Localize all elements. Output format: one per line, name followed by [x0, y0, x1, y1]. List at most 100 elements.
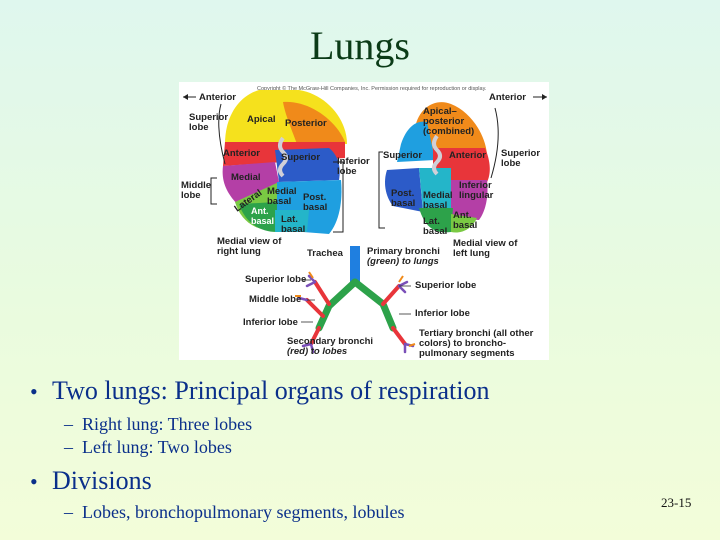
inferior-lingular-label-1: Inferior: [459, 180, 492, 191]
bronchi-inferior-lobe-right-label: Inferior lobe: [243, 317, 298, 328]
left-anterior-segment-label: Anterior: [449, 150, 486, 161]
right-lat-basal-label-2: basal: [281, 224, 305, 235]
left-superior-lobe-bracket: [490, 107, 499, 179]
inferior-lingular-segment: [449, 180, 488, 220]
sub-bullet-dash: –: [64, 414, 73, 434]
apical-posterior-label-3: (combined): [423, 126, 474, 137]
tertiary-bronchi-label-2: colors) to broncho-: [419, 338, 506, 349]
sub-bullet-left-lung: – Left lung: Two lobes: [64, 437, 232, 458]
left-post-basal-label-2: basal: [391, 198, 415, 209]
superior-lobe-bracket: [218, 103, 226, 165]
sub-bullet-right-lung: – Right lung: Three lobes: [64, 414, 252, 435]
left-medial-basal-label-2: basal: [423, 200, 447, 211]
right-inferior-lobe-label-2: lobe: [337, 166, 357, 177]
lung-anatomy-figure: Copyright © The McGraw-Hill Companies, I…: [179, 82, 549, 360]
superior-segment-left: [397, 121, 435, 162]
left-medial-basal-label-1: Medial: [423, 190, 453, 201]
bullet-dot: •: [30, 379, 38, 404]
tertiary-bronchi-label-1: Tertiary bronchi (all other: [419, 328, 534, 339]
bronchi-leader-lines: [301, 279, 411, 323]
lat-basal-segment-right: [275, 210, 309, 232]
bronchial-tree: Trachea Primary bronchi (green) to lungs…: [243, 246, 534, 359]
right-post-basal-label-2: basal: [303, 202, 327, 213]
inferior-lobe-bracket: [333, 161, 344, 233]
right-anterior-label: Anterior: [199, 92, 236, 103]
sub-bullet-dash: –: [64, 502, 73, 522]
ant-basal-segment-right: [239, 202, 277, 232]
right-view-label-2: right lung: [217, 246, 261, 257]
trachea-shape: [350, 246, 360, 286]
left-lat-basal-label-1: Lat.: [423, 216, 440, 227]
right-post-basal-label-1: Post.: [303, 192, 326, 203]
left-hilum: [432, 134, 442, 176]
bullet-text: Divisions: [52, 466, 152, 495]
right-inferior-lobe-label-1: Inferior: [337, 156, 370, 167]
middle-lobe-label-1: Middle: [181, 180, 211, 191]
arrow-right-icon: [542, 94, 547, 100]
right-view-label-1: Medial view of: [217, 236, 282, 247]
left-view-label-2: left lung: [453, 248, 490, 259]
sub-bullet-dash: –: [64, 437, 73, 457]
left-superior-lobe-label-2: lobe: [501, 158, 521, 169]
primary-bronchi-label-2: (green) to lungs: [367, 256, 439, 267]
left-ant-basal-label-2: basal: [453, 220, 477, 231]
trachea-label: Trachea: [307, 248, 344, 259]
bronchi-inferior-lobe-left-label: Inferior lobe: [415, 308, 470, 319]
middle-lobe-bracket: [210, 177, 217, 205]
left-ant-basal-label-1: Ant.: [453, 210, 471, 221]
right-medial-basal-label-2: basal: [267, 196, 291, 207]
left-lat-basal-label-2: basal: [423, 226, 447, 237]
apical-posterior-label-2: posterior: [423, 116, 464, 127]
post-basal-segment-left: [385, 168, 423, 212]
right-hilum: [278, 136, 288, 178]
sub-bullet-divisions: – Lobes, bronchopulmonary segments, lobu…: [64, 502, 404, 523]
medial-label: Medial: [231, 172, 261, 183]
right-ant-basal-label-2: basal: [251, 216, 274, 226]
sub-bullet-text: Right lung: Three lobes: [82, 414, 253, 434]
lung-illustration: Copyright © The McGraw-Hill Companies, I…: [181, 85, 547, 359]
left-primary-bronchus: [351, 278, 397, 332]
medial-basal-segment-left: [419, 168, 451, 210]
bullet-two-lungs: • Two lungs: Principal organs of respira…: [30, 376, 489, 406]
left-lung: Anterior Apical– posterior (combined) Su…: [378, 92, 547, 259]
ant-basal-segment-left: [451, 214, 477, 233]
left-anterior-label: Anterior: [489, 92, 526, 103]
bullet-dot: •: [30, 469, 38, 494]
left-superior-lobe-label-1: Superior: [501, 148, 540, 159]
bronchi-superior-lobe-right-label: Superior lobe: [245, 274, 306, 285]
bronchi-superior-lobe-left-label: Superior lobe: [415, 280, 476, 291]
arrow-left-icon: [183, 94, 188, 100]
tertiary-bronchi-orange: [295, 271, 416, 347]
right-ant-basal-label-1: Ant.: [251, 206, 269, 216]
primary-bronchi-label-1: Primary bronchi: [367, 246, 440, 257]
right-primary-bronchus: [315, 278, 359, 332]
left-view-label-1: Medial view of: [453, 238, 518, 249]
right-lung: Anterior Superior lobe Apical Posterior …: [181, 90, 370, 257]
figure-copyright: Copyright © The McGraw-Hill Companies, I…: [257, 85, 487, 92]
superior-segment-right: [275, 148, 340, 182]
secondary-bronchi: [305, 280, 407, 346]
right-superior-lobe-label-2: lobe: [189, 122, 209, 133]
right-lat-basal-label-1: Lat.: [281, 214, 298, 225]
secondary-bronchi-label-2: (red) to lobes: [287, 346, 347, 357]
sub-bullet-text: Left lung: Two lobes: [82, 437, 232, 457]
slide-title: Lungs: [310, 23, 410, 68]
right-superior-label: Superior: [281, 152, 320, 163]
right-anterior-segment-label: Anterior: [223, 148, 260, 159]
sub-bullet-text: Lobes, bronchopulmonary segments, lobule…: [82, 502, 405, 522]
bronchi-middle-lobe-label: Middle lobe: [249, 294, 301, 305]
posterior-segment: [283, 101, 345, 144]
posterior-label: Posterior: [285, 118, 327, 129]
apical-posterior-label-1: Apical–: [423, 106, 457, 117]
middle-lobe-label-2: lobe: [181, 190, 201, 201]
right-medial-basal-label-1: Medial: [267, 186, 297, 197]
tertiary-bronchi-label-3: pulmonary segments: [419, 348, 515, 359]
apical-label: Apical: [247, 114, 276, 125]
bullet-divisions: • Divisions: [30, 466, 152, 496]
page-number: 23-15: [661, 495, 692, 510]
left-inferior-lobe-bracket: [378, 151, 385, 229]
lat-basal-segment-left: [419, 208, 453, 233]
left-post-basal-label-1: Post.: [391, 188, 414, 199]
medial-segment: [222, 162, 279, 206]
bullet-text: Two lungs: Principal organs of respirati…: [52, 376, 490, 405]
